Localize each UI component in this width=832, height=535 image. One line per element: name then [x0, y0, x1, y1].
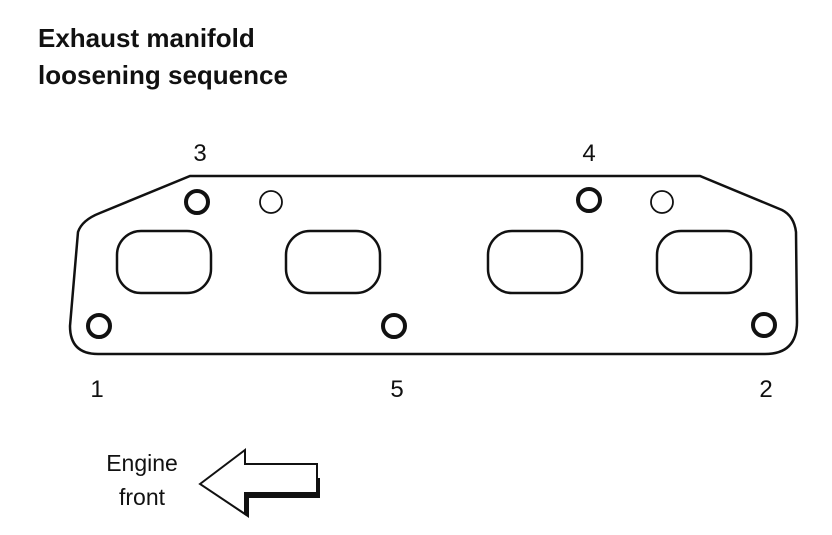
bolt-label-3: 3 [193, 140, 206, 167]
bolt-1 [86, 313, 112, 339]
dowel-hole-left [259, 190, 283, 214]
bolt-label-1: 1 [90, 376, 103, 403]
bolt-label-4: 4 [582, 140, 595, 167]
engine-front-line-1: Engine [106, 450, 178, 476]
title-line-1: Exhaust manifold [38, 23, 255, 53]
bolt-2 [751, 312, 777, 338]
arrow-outline [198, 447, 318, 516]
exhaust-port-2 [284, 229, 382, 295]
title-line-2: loosening sequence [38, 60, 288, 90]
engine-front-line-2: front [118, 484, 166, 510]
bolt-4 [576, 187, 602, 213]
gasket-outline [68, 174, 799, 356]
bolt-3 [184, 189, 210, 215]
bolt-label-2: 2 [759, 376, 772, 403]
engine-front-arrow-icon [198, 447, 320, 518]
bolt-5 [381, 313, 407, 339]
diagram-title: Exhaust manifold loosening sequence [38, 20, 288, 94]
engine-front-label: Engine front [82, 446, 202, 514]
exhaust-port-3 [486, 229, 584, 295]
bolt-label-5: 5 [390, 376, 403, 403]
dowel-hole-right [650, 190, 674, 214]
exhaust-port-4 [655, 229, 753, 295]
exhaust-port-1 [115, 229, 213, 295]
